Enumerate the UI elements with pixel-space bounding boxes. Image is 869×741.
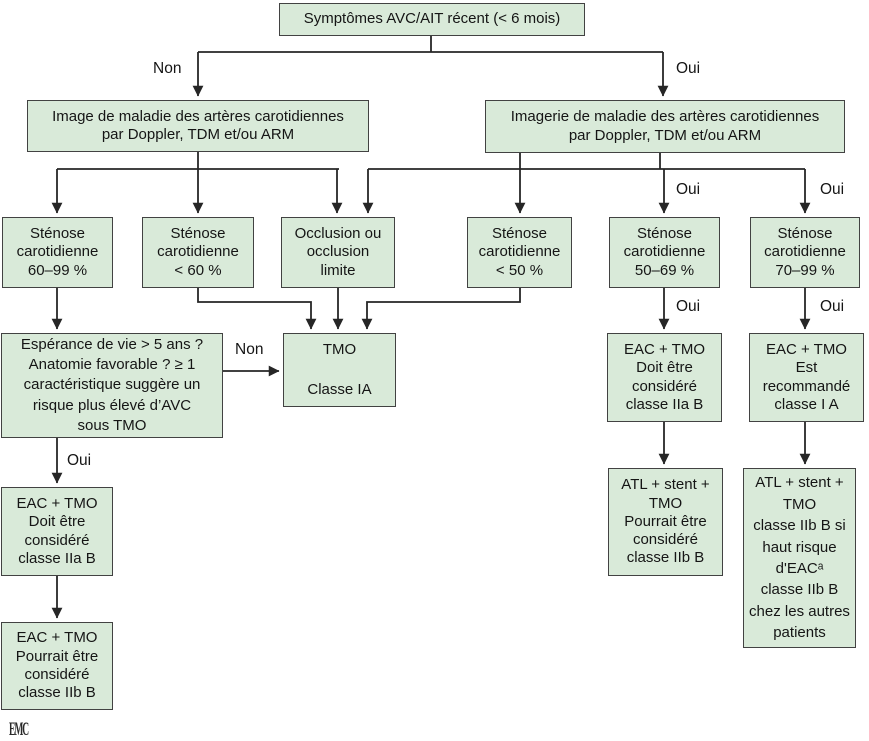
node-eac-tmo-pourrait-gauche: EAC + TMO Pourrait être considéré classe… (1, 622, 113, 710)
node-eac-tmo-considere-gauche: EAC + TMO Doit être considéré classe IIa… (1, 487, 113, 576)
label-oui-eac-considere: Oui (676, 298, 701, 315)
node-tmo-classe-ia: TMO Classe IA (283, 333, 396, 407)
label-non-esperance: Non (235, 341, 264, 358)
label-oui-stenose-50-69: Oui (676, 181, 701, 198)
node-occlusion: Occlusion ou occlusion limite (281, 217, 395, 288)
edge (197, 288, 317, 330)
edge-group (51, 36, 811, 619)
label-oui-eac-recommande: Oui (820, 298, 845, 315)
label-oui-stenose-70-99: Oui (820, 181, 845, 198)
label-oui-esperance: Oui (67, 452, 92, 469)
node-stenose-60-99: Sténose carotidienne 60–99 % (2, 217, 113, 288)
node-atl-stent-pourrait: ATL + stent + TMO Pourrait être considér… (608, 468, 723, 576)
node-eac-tmo-recommande: EAC + TMO Est recommandé classe I A (749, 333, 864, 422)
emc-logo: EMC (9, 719, 29, 740)
node-stenose-50-69: Sténose carotidienne 50–69 % (609, 217, 720, 288)
label-non-haut: Non (153, 60, 182, 77)
node-imagerie-branche-oui: Imagerie de maladie des artères carotidi… (485, 100, 845, 153)
node-stenose-lt-50: Sténose carotidienne < 50 % (467, 217, 572, 288)
node-eac-tmo-considere-droite: EAC + TMO Doit être considéré classe IIa… (607, 333, 722, 422)
node-atl-stent-haut-risque: ATL + stent + TMO classe IIb B si haut r… (743, 468, 856, 648)
node-esperance-de-vie: Espérance de vie > 5 ans ? Anatomie favo… (1, 333, 223, 438)
edge (361, 288, 521, 330)
node-stenose-70-99: Sténose carotidienne 70–99 % (750, 217, 860, 288)
node-imagerie-branche-non: Image de maladie des artères carotidienn… (27, 100, 369, 152)
node-stenose-lt-60: Sténose carotidienne < 60 % (142, 217, 254, 288)
node-symptomes-avc-ait: Symptômes AVC/AIT récent (< 6 mois) (279, 3, 585, 36)
label-oui-haut: Oui (676, 60, 701, 77)
